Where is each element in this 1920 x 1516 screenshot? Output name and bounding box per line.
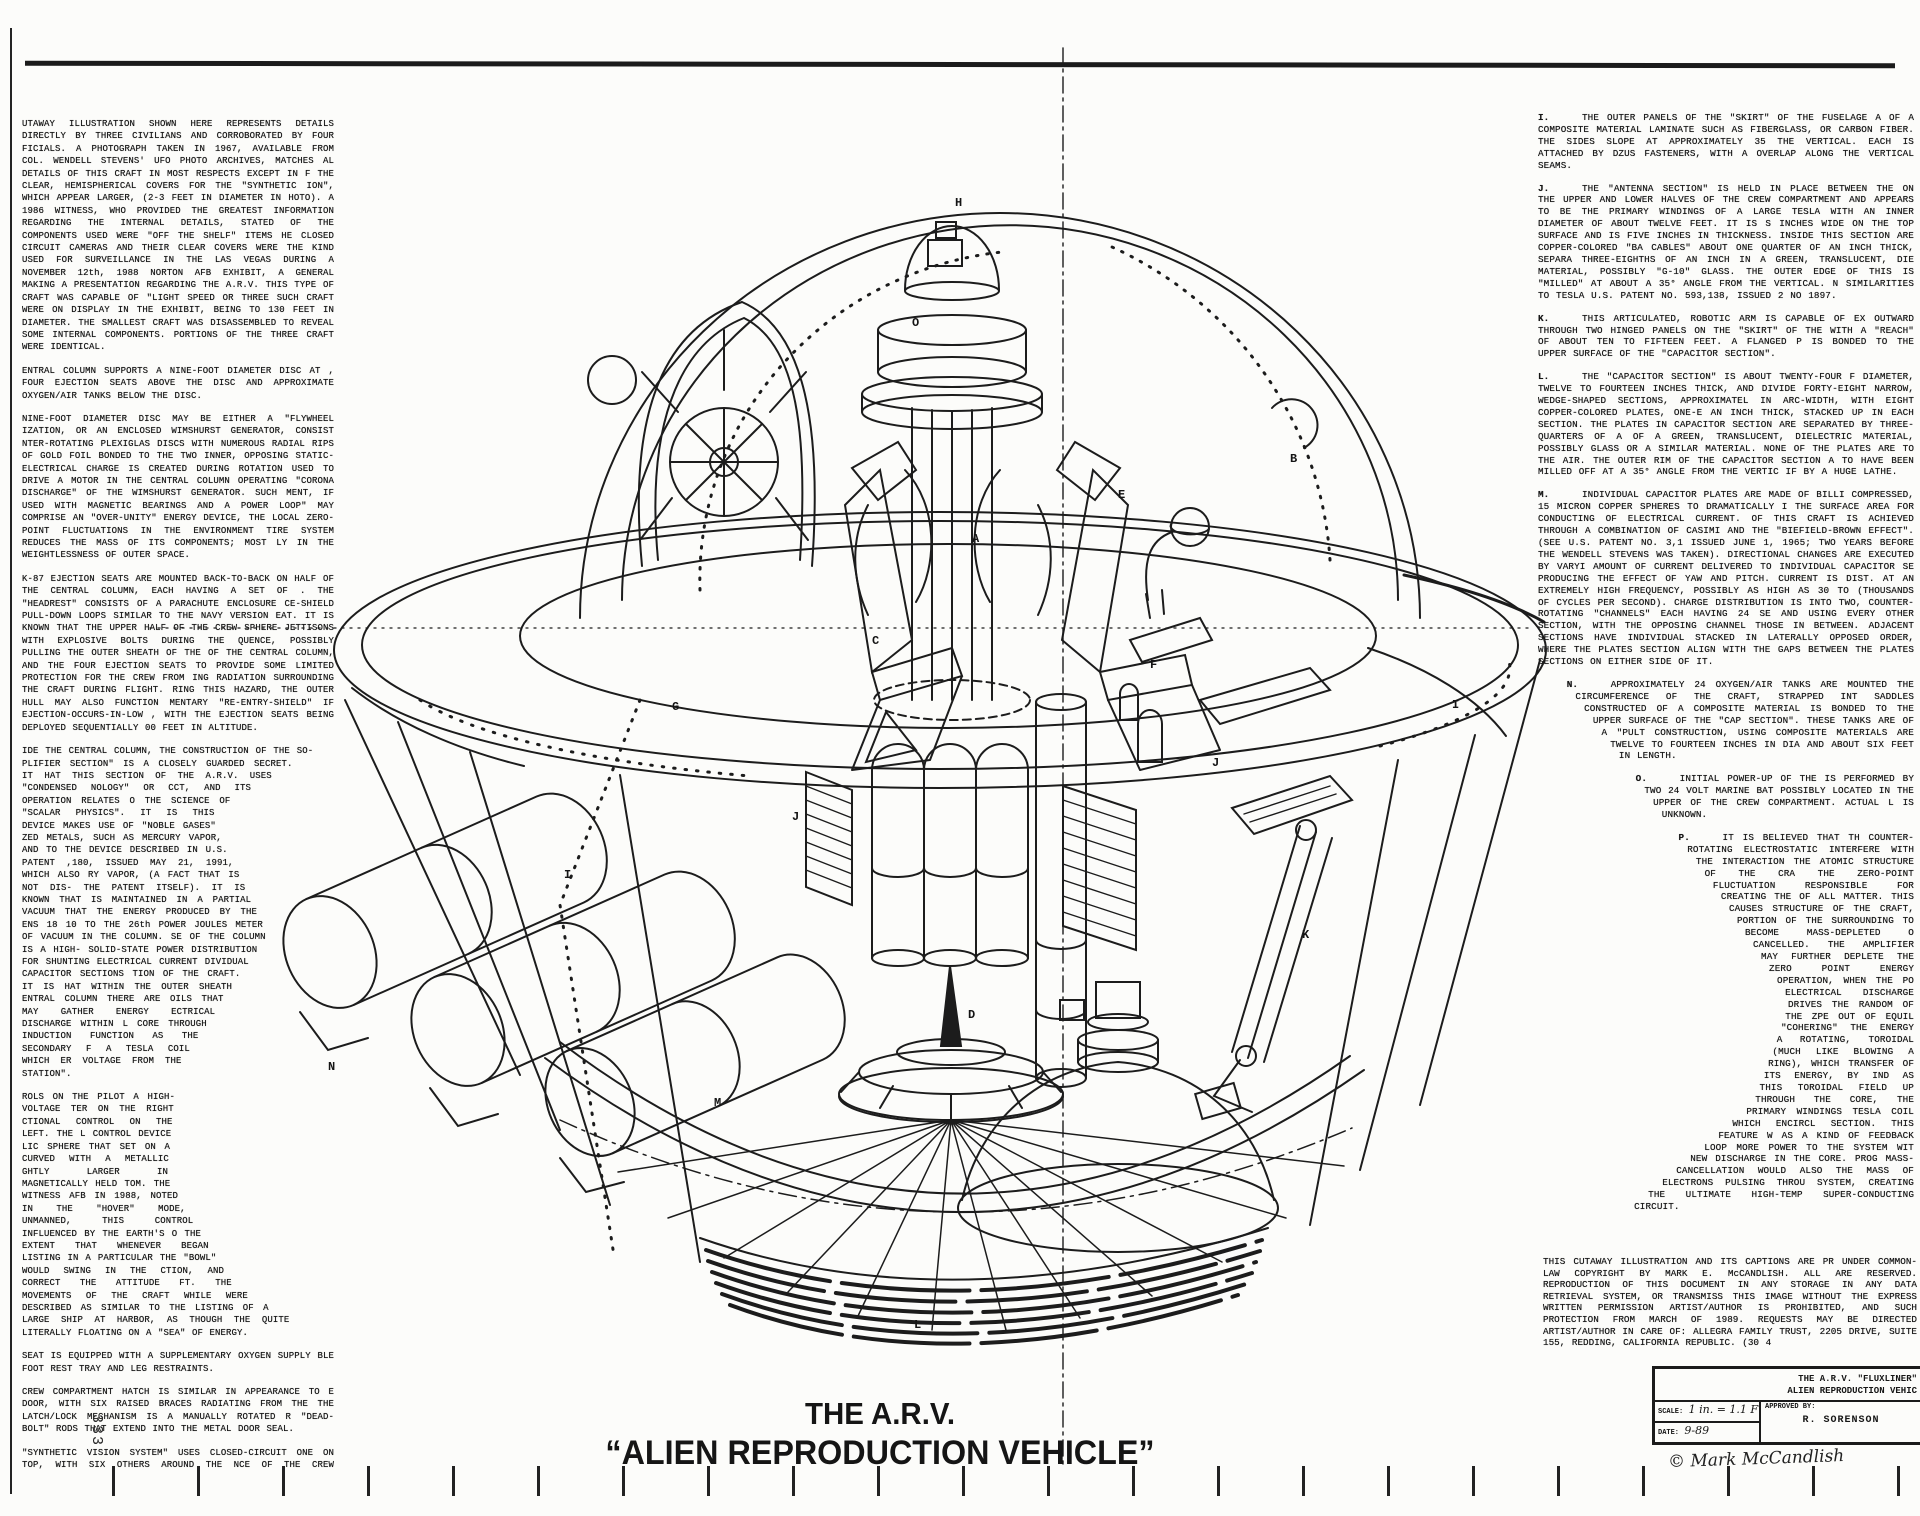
title-block-line1: THE A.R.V. "FLUXLINER" [1798, 1374, 1917, 1384]
dome-hinge [1271, 398, 1319, 449]
caption-letter: P. [1678, 831, 1690, 843]
caption-letter: I. [1538, 112, 1550, 123]
crew-dome [579, 212, 1421, 619]
approved-cell: APPROVED BY: R. SORENSON [1761, 1402, 1920, 1442]
central-column [911, 407, 993, 701]
callout-letter-H: H [955, 196, 963, 210]
radial-floor-lines [559, 1119, 1353, 1331]
main-title-line2: “ALIEN REPRODUCTION VEHICLE” [605, 1434, 1155, 1472]
left-paragraph: NINE-FOOT DIAMETER DISC MAY BE EITHER A … [22, 413, 334, 561]
left-paragraph: "SYNTHETIC VISION SYSTEM" USES CLOSED-CI… [22, 1447, 334, 1470]
caption-item-P: P.IT IS BELIEVED THAT TH COUNTER-ROTATIN… [1634, 831, 1914, 1213]
ejection-seat-left [843, 440, 964, 771]
title-block-line2: ALIEN REPRODUCTION VEHIC [1787, 1386, 1917, 1396]
date-cell: DATE: 9-89 [1655, 1421, 1759, 1442]
left-paragraph: IDE THE CENTRAL COLUMN, THE CONSTRUCTION… [22, 746, 314, 1079]
caption-item-I: I.THE OUTER PANELS OF THE "SKIRT" OF THE… [1538, 112, 1914, 171]
caption-item-L: L.THE "CAPACITOR SECTION" IS ABOUT TWENT… [1538, 371, 1914, 478]
flight-control-gooseneck [1145, 531, 1173, 601]
crew-deck [519, 543, 1377, 729]
callout-letter-I: I [564, 868, 572, 882]
callout-letter-A: A [972, 532, 980, 546]
top-border-rule [24, 60, 1896, 69]
right-column: I.THE OUTER PANELS OF THE "SKIRT" OF THE… [1538, 112, 1914, 1252]
left-paragraph: UTAWAY ILLUSTRATION SHOWN HERE REPRESENT… [22, 119, 334, 353]
callout-letter-O: O [912, 316, 920, 330]
landing-bell [957, 981, 1279, 1253]
crew-hatch [637, 300, 816, 567]
measurement-ruler [112, 1466, 1902, 1496]
callout-letter-J: J [1212, 756, 1220, 770]
caption-letter: O. [1635, 773, 1648, 785]
caption-item-N: N.APPROXIMATELY 24 OXYGEN/AIR TANKS ARE … [1566, 678, 1914, 762]
caption-letter: J. [1538, 182, 1550, 194]
caption-item-M: M.INDIVIDUAL CAPACITOR PLATES ARE MADE O… [1538, 489, 1914, 668]
left-paragraph: SEAT IS EQUIPPED WITH A SUPPLEMENTARY OX… [22, 1351, 334, 1374]
flight-control-sphere [1170, 507, 1210, 547]
upper-deck-rim [333, 511, 1547, 789]
copyright-notice: THIS CUTAWAY ILLUSTRATION AND ITS CAPTIO… [1543, 1256, 1917, 1349]
callout-letter-B: B [1290, 452, 1298, 466]
camera-dome [904, 225, 1000, 291]
caption-item-O: O.INITIAL POWER-UP OF THE IS PERFORMED B… [1635, 773, 1914, 821]
hatched-panels [805, 770, 1137, 952]
page-number: 333 [88, 1413, 106, 1448]
scale-value: 1 in. = 1.1 FT. [1688, 1403, 1759, 1416]
caption-letter: M. [1538, 489, 1550, 501]
callout-letter-G: G [672, 700, 680, 714]
callout-letter-K: K [1302, 928, 1310, 942]
callout-letter-N: N [328, 1060, 336, 1074]
left-paragraph: ROLS ON THE PILOT A HIGH-VOLTAGE TER ON … [22, 1092, 290, 1338]
left-column: UTAWAY ILLUSTRATION SHOWN HERE REPRESENT… [22, 118, 334, 1470]
caption-item-K: K.THIS ARTICULATED, ROBOTIC ARM IS CAPAB… [1538, 312, 1914, 360]
skirt [344, 656, 1541, 1263]
main-title: THE A.R.V. “ALIEN REPRODUCTION VEHICLE” [520, 1396, 1240, 1473]
caption-letter: N. [1566, 678, 1579, 690]
field-needle [939, 965, 963, 1047]
callout-letter-J: J [792, 810, 800, 824]
callout-letter-E: E [1118, 488, 1126, 502]
caption-letter: K. [1538, 312, 1550, 324]
capacitor-louvers [699, 1227, 1269, 1346]
robotic-arm [1193, 774, 1354, 1121]
oxygen-tanks [282, 792, 846, 1194]
callout-letter-C: C [872, 634, 880, 648]
caption-letter: L. [1538, 371, 1550, 383]
ejection-seat-right [1055, 440, 1332, 771]
cct-tube-cluster [871, 693, 1087, 1088]
callout-letter-F: F [1150, 658, 1158, 672]
callout-letter-L: L [914, 1318, 922, 1332]
approved-value: R. SORENSON [1802, 1415, 1880, 1426]
turbine-base [838, 1038, 1064, 1123]
main-title-line1: THE A.R.V. [804, 1396, 956, 1431]
scale-cell: SCALE: 1 in. = 1.1 FT. [1655, 1402, 1759, 1421]
left-paragraph: K-87 EJECTION SEATS ARE MOUNTED BACK-TO-… [22, 573, 334, 733]
left-paragraph: CREW COMPARTMENT HATCH IS SIMILAR IN APP… [22, 1387, 334, 1435]
title-block: THE A.R.V. "FLUXLINER" ALIEN REPRODUCTIO… [1652, 1366, 1920, 1445]
left-border-rule [10, 28, 12, 1494]
caption-item-J: J.THE "ANTENNA SECTION" IS HELD IN PLACE… [1538, 182, 1914, 301]
left-paragraph: ENTRAL COLUMN SUPPORTS A NINE-FOOT DIAME… [22, 365, 334, 401]
callout-letter-M: M [714, 1096, 722, 1110]
callout-letter-I: I [1452, 698, 1460, 712]
date-value: 9-89 [1684, 1424, 1710, 1437]
callout-letter-D: D [968, 1008, 976, 1022]
deck-bottle [1119, 683, 1163, 763]
